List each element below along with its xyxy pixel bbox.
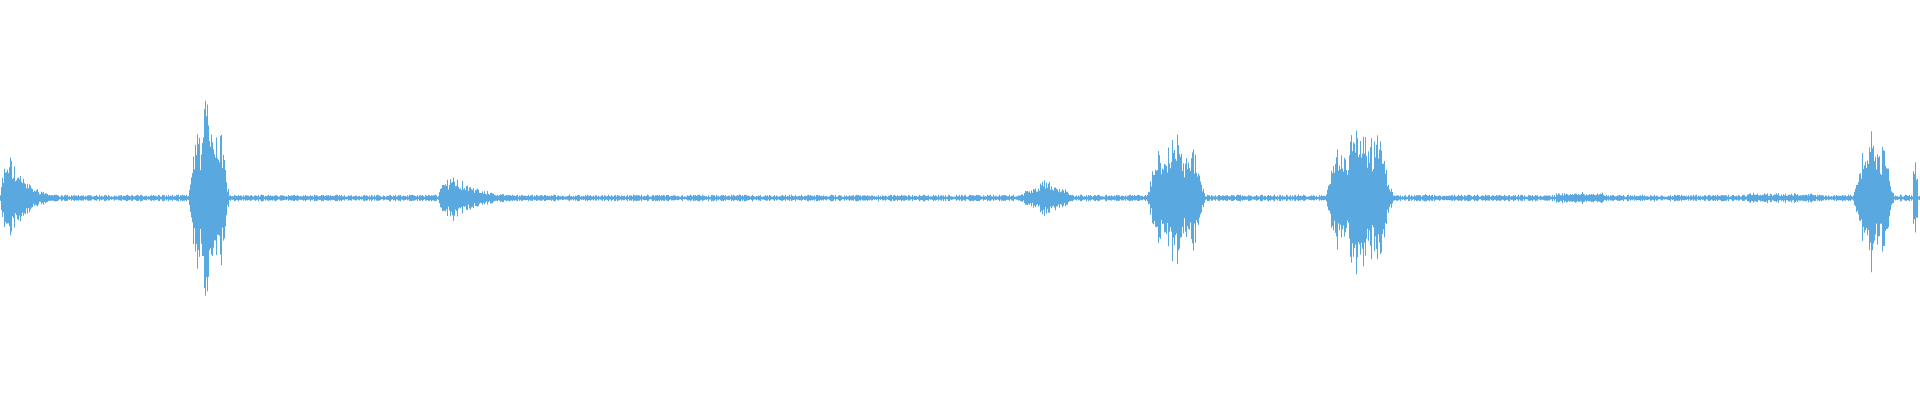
waveform-canvas [0,100,1920,296]
audio-waveform [0,100,1920,296]
